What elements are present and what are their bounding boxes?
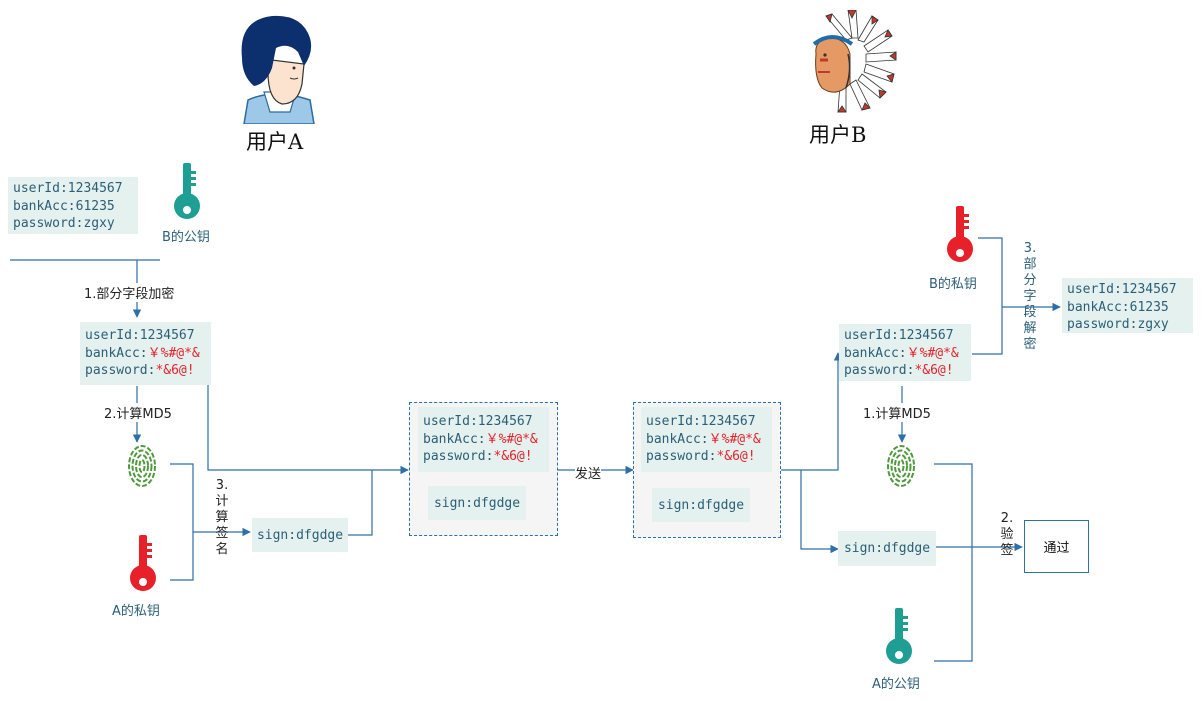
a-md5-fingerprint-icon bbox=[128, 445, 156, 487]
step-partial-encrypt: 1.部分字段加密 bbox=[84, 283, 175, 302]
user-id-field: userId:1234567 bbox=[844, 328, 954, 343]
package-sign-sent: sign:dfgdge bbox=[428, 486, 526, 520]
b-private-key-label: B的私钥 bbox=[929, 277, 977, 292]
bank-acc-label: bankAcc: bbox=[423, 431, 486, 447]
user-a-avatar bbox=[241, 15, 315, 124]
user-id-field: userId:1234567 bbox=[1067, 282, 1177, 297]
bank-acc-encrypted: ￥%#@*& bbox=[147, 345, 200, 361]
a-private-key-label: A的私钥 bbox=[112, 604, 160, 619]
bank-acc-label: bankAcc: bbox=[85, 345, 148, 361]
package-record-received: userId:1234567 bankAcc:￥%#@*& password:*… bbox=[641, 407, 772, 472]
password-label: password: bbox=[844, 363, 915, 378]
a-public-key-label: A的公钥 bbox=[872, 677, 920, 692]
step-partial-decrypt: 3.部分字段解密 bbox=[1023, 241, 1037, 352]
user-id-field: userId:1234567 bbox=[646, 414, 756, 429]
bank-acc-field: bankAcc:61235 bbox=[1067, 299, 1169, 315]
package-record-sent: userId:1234567 bankAcc:￥%#@*& password:*… bbox=[418, 407, 549, 472]
step-calc-md5: 2.计算MD5 bbox=[104, 403, 172, 422]
plain-record-a: userId:1234567 bankAcc:61235 password:zg… bbox=[8, 177, 138, 234]
a-private-key-icon bbox=[130, 535, 156, 591]
password-label: password: bbox=[423, 449, 494, 464]
bank-acc-label: bankAcc: bbox=[646, 431, 709, 447]
bank-acc-field: bankAcc:61235 bbox=[13, 198, 115, 214]
b-public-key-label: B的公钥 bbox=[162, 230, 210, 245]
b-private-key-icon bbox=[947, 206, 973, 262]
password-encrypted: *&6@! bbox=[493, 449, 533, 464]
step-verify: 2.验签 bbox=[1000, 511, 1014, 558]
step-calc-md5-b: 1.计算MD5 bbox=[863, 403, 931, 422]
password-encrypted: *&6@! bbox=[155, 363, 195, 378]
verify-result-box: 通过 bbox=[1024, 520, 1089, 573]
user-b-label: 用户B bbox=[809, 123, 867, 147]
decrypted-record-b: userId:1234567 bankAcc:61235 password:zg… bbox=[1062, 278, 1193, 333]
user-id-field: userId:1234567 bbox=[85, 328, 195, 343]
password-field: password:zgxy bbox=[13, 216, 115, 231]
bank-acc-encrypted: ￥%#@*& bbox=[906, 345, 959, 361]
password-label: password: bbox=[646, 449, 717, 464]
bank-acc-encrypted: ￥%#@*& bbox=[485, 431, 538, 447]
password-label: password: bbox=[85, 363, 156, 378]
b-md5-fingerprint-icon bbox=[887, 445, 915, 487]
sign-a: sign:dfgdge bbox=[252, 518, 348, 552]
password-field: password:zgxy bbox=[1067, 317, 1169, 332]
bank-acc-encrypted: ￥%#@*& bbox=[708, 431, 761, 447]
user-id-field: userId:1234567 bbox=[423, 414, 533, 429]
password-encrypted: *&6@! bbox=[914, 363, 954, 378]
sign-b: sign:dfgdge bbox=[838, 531, 936, 566]
password-encrypted: *&6@! bbox=[716, 449, 756, 464]
encrypted-record-b: userId:1234567 bankAcc:￥%#@*& password:*… bbox=[839, 324, 971, 381]
step-calc-sign: 3.计算签名 bbox=[215, 478, 229, 557]
bank-acc-label: bankAcc: bbox=[844, 345, 907, 361]
package-sign-received: sign:dfgdge bbox=[652, 488, 750, 522]
b-public-key-icon bbox=[174, 163, 200, 219]
user-id-field: userId:1234567 bbox=[13, 181, 123, 196]
user-b-avatar bbox=[812, 10, 897, 113]
step-send: 发送 bbox=[575, 463, 602, 482]
a-public-key-icon bbox=[886, 608, 912, 664]
user-a-label: 用户A bbox=[246, 130, 304, 154]
encrypted-record-a: userId:1234567 bankAcc:￥%#@*& password:*… bbox=[80, 322, 211, 385]
